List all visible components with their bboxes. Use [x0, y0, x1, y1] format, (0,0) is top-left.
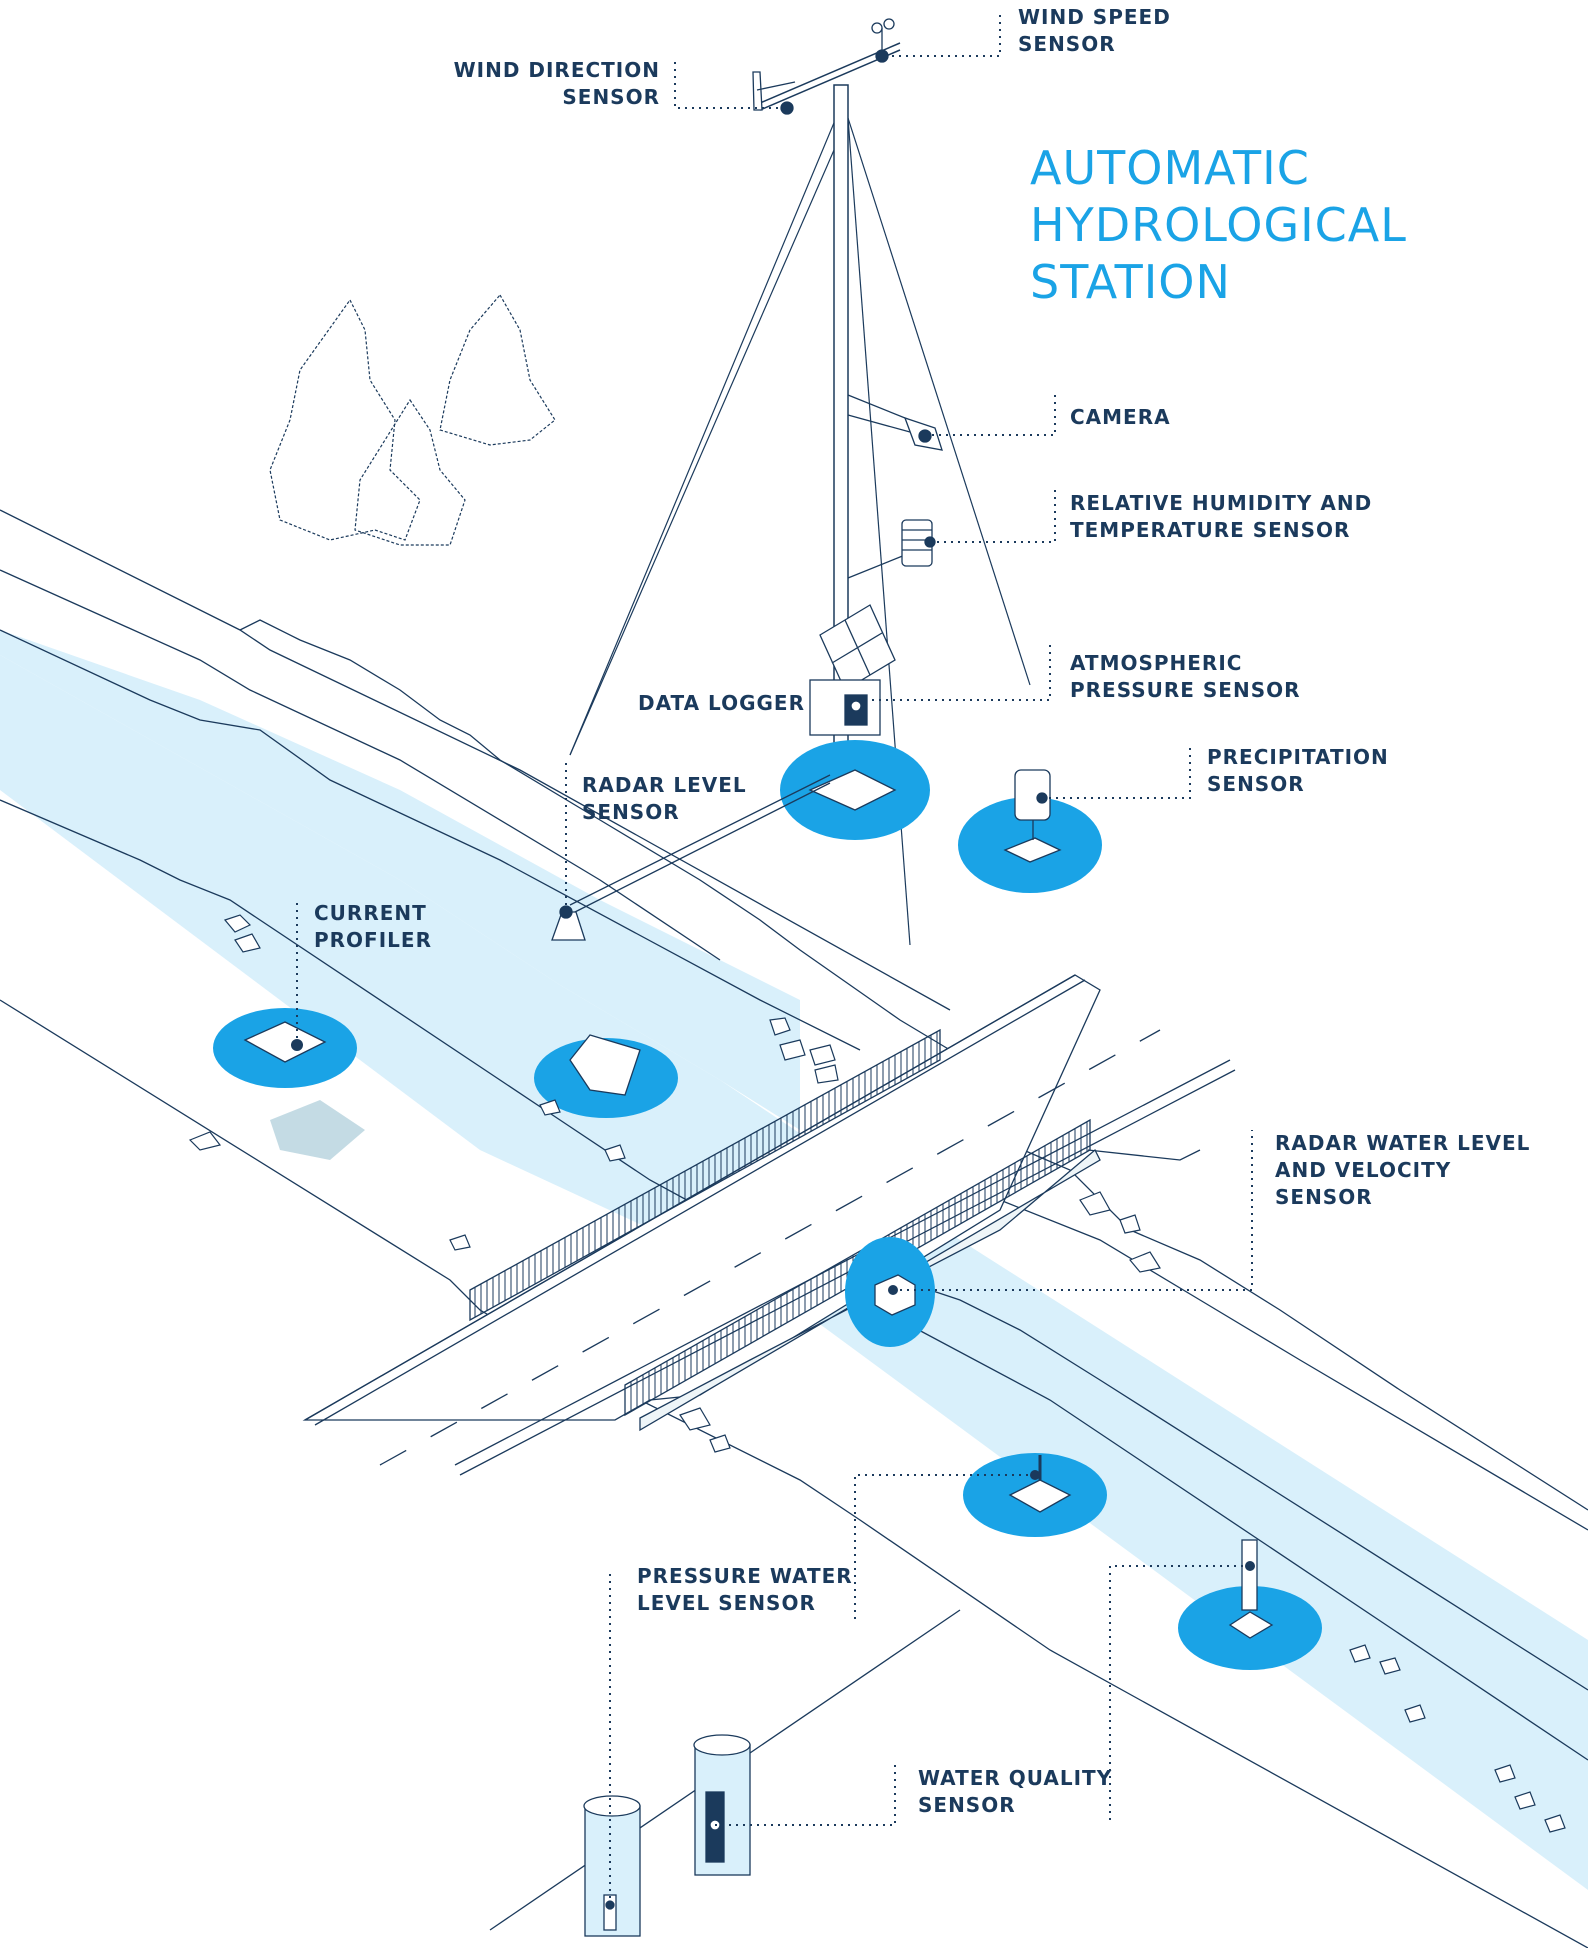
label-precipitation: PRECIPITATION SENSOR	[1207, 744, 1389, 798]
leader-lines	[296, 10, 1253, 1905]
label-line: SENSOR	[1207, 772, 1305, 796]
label-line: RADAR LEVEL	[582, 773, 747, 797]
title-line-1: AUTOMATIC	[1030, 141, 1310, 195]
label-line: CURRENT	[314, 901, 427, 925]
label-line: PRECIPITATION	[1207, 745, 1389, 769]
page-title: AUTOMATIC HYDROLOGICAL STATION	[1030, 140, 1407, 311]
label-line: SENSOR	[1018, 32, 1116, 56]
camera-device	[847, 394, 943, 451]
label-data-logger: DATA LOGGER	[638, 690, 805, 717]
label-line: LEVEL SENSOR	[637, 1591, 816, 1615]
label-line: RADAR WATER LEVEL	[1275, 1131, 1531, 1155]
wells	[583, 1734, 751, 1937]
label-line: TEMPERATURE SENSOR	[1070, 518, 1351, 542]
river-water-far	[0, 630, 800, 1130]
label-line: ATMOSPHERIC	[1070, 651, 1243, 675]
solar-panel-logger	[809, 604, 896, 736]
label-radar-velocity: RADAR WATER LEVEL AND VELOCITY SENSOR	[1275, 1130, 1530, 1211]
profiler-shadow	[270, 1100, 365, 1160]
label-line: PRESSURE WATER	[637, 1564, 853, 1588]
label-line: DATA LOGGER	[638, 691, 805, 715]
label-humidity: RELATIVE HUMIDITY AND TEMPERATURE SENSOR	[1070, 490, 1372, 544]
label-line: PRESSURE SENSOR	[1070, 678, 1301, 702]
label-line: PROFILER	[314, 928, 432, 952]
wind-instruments	[752, 18, 895, 115]
trees	[269, 293, 556, 546]
bridge	[302, 974, 1236, 1476]
label-line: CAMERA	[1070, 405, 1171, 429]
precip-gauge	[1003, 769, 1062, 863]
title-line-3: STATION	[1030, 255, 1231, 309]
label-line: RELATIVE HUMIDITY AND	[1070, 491, 1373, 515]
label-current-profiler: CURRENT PROFILER	[314, 900, 432, 954]
label-atmospheric-pressure: ATMOSPHERIC PRESSURE SENSOR	[1070, 650, 1301, 704]
title-line-2: HYDROLOGICAL	[1030, 198, 1407, 252]
label-camera: CAMERA	[1070, 404, 1171, 431]
humidity-shield	[847, 519, 936, 579]
label-wind-speed: WIND SPEED SENSOR	[1018, 4, 1171, 58]
label-line: SENSOR	[562, 85, 660, 109]
label-line: WIND SPEED	[1018, 5, 1171, 29]
radar-arm	[551, 774, 831, 941]
mast	[759, 42, 901, 791]
label-pressure-water-level: PRESSURE WATER LEVEL SENSOR	[637, 1563, 853, 1617]
label-line: AND VELOCITY	[1275, 1158, 1452, 1182]
label-line: SENSOR	[582, 800, 680, 824]
label-wind-direction: WIND DIRECTION SENSOR	[440, 57, 660, 111]
label-radar-level: RADAR LEVEL SENSOR	[582, 772, 747, 826]
rocks	[188, 914, 1566, 1833]
label-water-quality: WATER QUALITY SENSOR	[918, 1765, 1112, 1819]
label-line: SENSOR	[918, 1793, 1016, 1817]
label-line: SENSOR	[1275, 1185, 1373, 1209]
label-line: WIND DIRECTION	[453, 58, 660, 82]
label-line: WATER QUALITY	[918, 1766, 1113, 1790]
